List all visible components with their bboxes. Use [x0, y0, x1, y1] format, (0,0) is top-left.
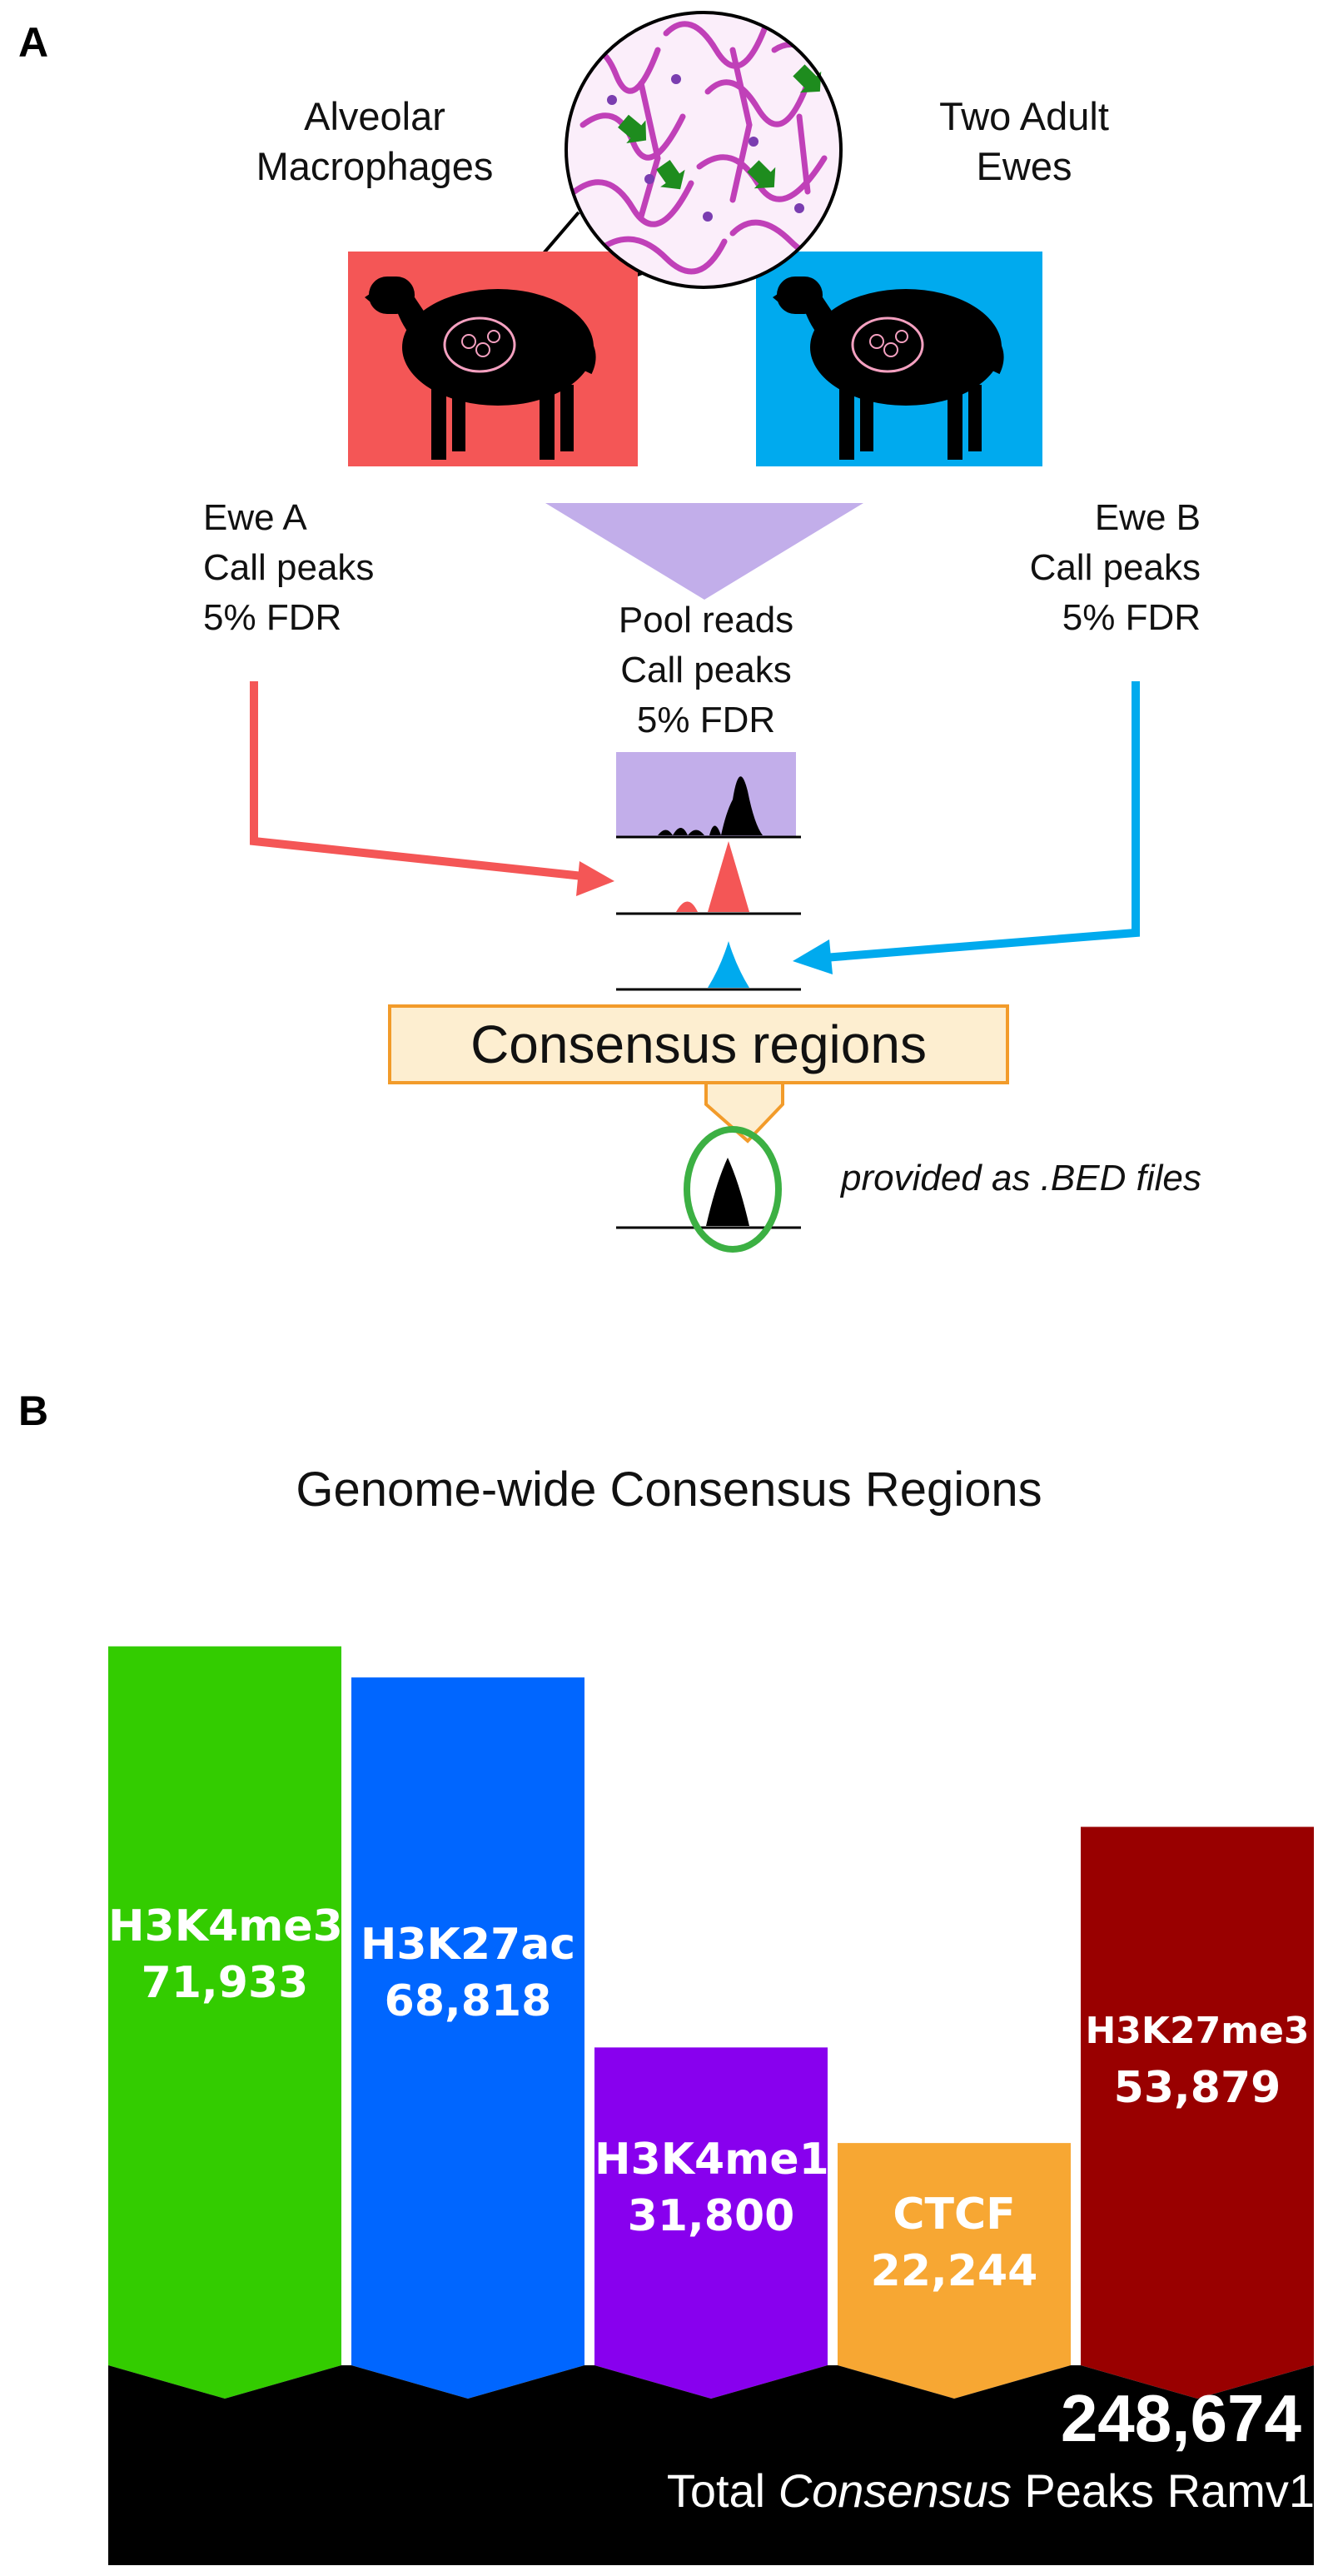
ewe-a-signal-track [616, 841, 801, 915]
bed-files-note: provided as .BED files [841, 1158, 1201, 1198]
ewe-b-sheep-box [756, 252, 1042, 466]
total-value: 248,674 [1060, 2381, 1301, 2455]
ewe-a-label: Ewe A Call peaks 5% FDR [203, 493, 374, 643]
bar-label-ctcf: CTCF 22,244 [838, 2186, 1071, 2299]
bar-value-label: 68,818 [384, 1976, 552, 2027]
bar-category-label: H3K4me3 [108, 1901, 343, 1952]
total-caption-pre: Total [666, 2464, 778, 2517]
total-caption: Total Consensus Peaks Ramv1 [667, 2464, 1315, 2518]
ewes-label-line1: Two Adult [939, 94, 1109, 138]
panel-a-letter: A [18, 19, 49, 66]
two-adult-ewes-label: Two Adult Ewes [866, 92, 1182, 192]
total-caption-em: Consensus [778, 2464, 1012, 2517]
ewe-a-sheep-box [348, 252, 638, 466]
total-base-band [108, 2365, 1314, 2565]
ewe-b-arrow [823, 681, 1140, 962]
pool-line1: Pool reads [618, 600, 794, 640]
ewe-a-line1: Ewe A [203, 497, 307, 538]
highlight-circle-icon [684, 1126, 782, 1253]
pool-label: Pool reads Call peaks 5% FDR [540, 595, 873, 745]
ewe-a-line3: 5% FDR [203, 597, 342, 638]
bar-h3k27me3 [1081, 1826, 1314, 2399]
consensus-regions-box: Consensus regions [388, 1004, 1009, 1084]
sheep-silhouette-icon [365, 277, 596, 460]
bar-value-label: 71,933 [141, 1958, 309, 2009]
bar-category-label: H3K27me3 [1085, 2010, 1310, 2052]
bar-label-h3k4me3: H3K4me3 71,933 [108, 1898, 343, 2011]
panel-b-letter: B [18, 1388, 49, 1434]
ewe-a-line2: Call peaks [203, 547, 375, 588]
ewe-b-line1: Ewe B [1094, 497, 1201, 538]
pool-funnel-triangle [545, 503, 863, 600]
pooled-signal-track [616, 752, 801, 839]
alveolar-label-line1: Alveolar [304, 94, 445, 138]
sheep-silhouette-icon [773, 277, 1004, 460]
bar-value-label: 53,879 [1113, 2063, 1281, 2113]
bar-category-label: H3K4me1 [594, 2134, 829, 2185]
ewes-label-line2: Ewes [976, 144, 1072, 188]
arrow-markers-icon [618, 64, 822, 190]
ewe-b-line3: 5% FDR [1062, 597, 1201, 638]
bar-value-label: 31,800 [627, 2190, 795, 2241]
bar-h3k4me1 [594, 2047, 828, 2399]
pool-line2: Call peaks [620, 650, 792, 690]
alveolar-macrophages-label: Alveolar Macrophages [208, 92, 541, 192]
ewe-a-arrow [250, 681, 584, 880]
bar-h3k27ac [351, 1677, 584, 2399]
bar-category-label: CTCF [893, 2190, 1016, 2240]
pool-line3: 5% FDR [636, 700, 776, 740]
bar-label-h3k27me3: H3K27me3 53,879 [1081, 2003, 1314, 2116]
consensus-output-track [616, 1126, 801, 1253]
bar-category-label: H3K27ac [360, 1920, 576, 1971]
bar-ctcf [838, 2143, 1071, 2399]
chart-title: Genome-wide Consensus Regions [296, 1462, 1042, 1517]
workflow-diagram [250, 11, 1140, 1253]
bar-value-label: 22,244 [870, 2246, 1038, 2297]
ewe-b-signal-track [616, 941, 801, 991]
total-caption-post: Peaks Ramv1 [1011, 2464, 1315, 2517]
alveolar-label-line2: Macrophages [256, 144, 494, 188]
ewe-b-line2: Call peaks [1029, 547, 1201, 588]
bar-h3k4me3 [108, 1646, 341, 2399]
ewe-b-label: Ewe B Call peaks 5% FDR [1030, 493, 1201, 643]
